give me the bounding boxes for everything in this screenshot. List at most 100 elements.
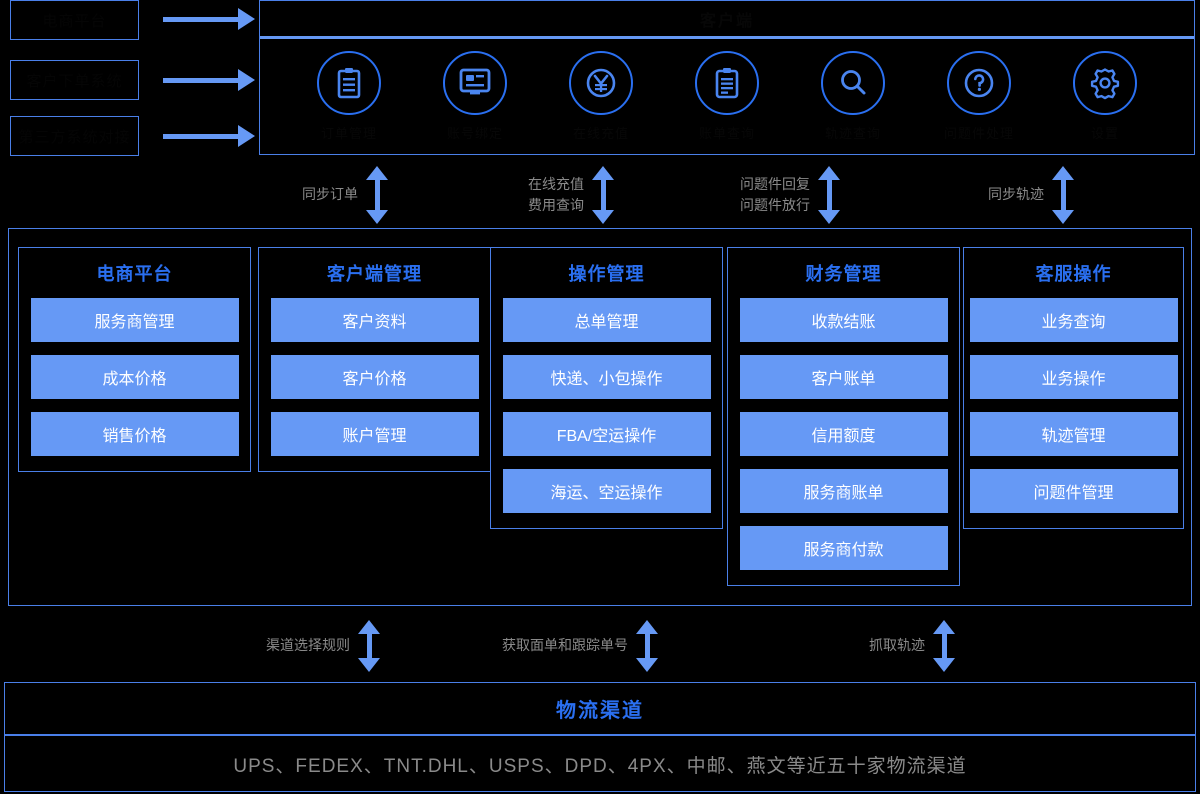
module-chip[interactable]: 轨迹管理 (969, 412, 1178, 456)
module-chip[interactable]: 客户资料 (270, 298, 479, 342)
management-system-container: 电商平台 服务商管理 成本价格 销售价格 客户端管理 客户资料 客户价格 账户管… (8, 228, 1192, 606)
module-column-customer-service: 客服操作 业务查询 业务操作 轨迹管理 问题件管理 (963, 247, 1184, 529)
module-chip[interactable]: 问题件管理 (969, 469, 1178, 513)
arrow-head-down (592, 210, 614, 224)
feature-item-tracking[interactable]: 轨迹查询 (794, 42, 912, 142)
module-chip[interactable]: 服务商付款 (739, 526, 948, 570)
feature-item-account-binding[interactable]: 账号绑定 (416, 42, 534, 142)
flow-caption: 同步订单 (302, 186, 358, 203)
arrow-source-3 (163, 125, 255, 147)
module-chip[interactable]: 服务商账单 (739, 469, 948, 513)
feature-label-recharge: 在线充值 (572, 126, 629, 141)
source-box-3-label: 第三方系统对接 (18, 128, 131, 146)
feature-item-bill[interactable]: 账单查询 (668, 42, 786, 142)
module-column-title: 客户端管理 (327, 264, 422, 284)
arrow-head-up (1052, 166, 1074, 180)
flow-fetch-track-captions: 抓取轨迹 (869, 637, 925, 655)
module-column-operations: 操作管理 总单管理 快递、小包操作 FBA/空运操作 海运、空运操作 (490, 247, 723, 529)
double-arrow-vertical (592, 166, 614, 224)
module-column-title: 电商平台 (96, 264, 173, 284)
arrow-head-down (358, 658, 380, 672)
module-chip[interactable]: 信用额度 (739, 412, 948, 456)
module-chip[interactable]: 业务操作 (969, 355, 1178, 399)
source-box-2-label: 客户下单系统 (26, 72, 123, 90)
arrow-head-down (818, 210, 840, 224)
module-column-ecommerce: 电商平台 服务商管理 成本价格 销售价格 (18, 247, 251, 472)
document-icon (317, 51, 381, 115)
arrow-head-down (366, 210, 388, 224)
arrow-shaft (374, 180, 380, 210)
double-arrow-vertical (636, 620, 658, 672)
source-box-1[interactable]: 电商平台 (10, 0, 139, 40)
source-box-2[interactable]: 客户下单系统 (10, 60, 139, 100)
feature-label-tracking: 轨迹查询 (824, 126, 881, 141)
module-chip[interactable]: 快递、小包操作 (502, 355, 711, 399)
flow-get-label: 获取面单和跟踪单号 (502, 620, 658, 672)
source-box-1-label: 电商平台 (42, 12, 107, 30)
logistics-channel-body: UPS、FEDEX、TNT.DHL、USPS、DPD、4PX、中邮、燕文等近五十… (5, 738, 1195, 791)
flow-sync-order-captions: 同步订单 (302, 186, 358, 204)
carrier-list: UPS、FEDEX、TNT.DHL、USPS、DPD、4PX、中邮、燕文等近五十… (233, 756, 967, 777)
clipboard-icon (695, 51, 759, 115)
arrow-head-up (592, 166, 614, 180)
module-chip[interactable]: 账户管理 (270, 412, 479, 456)
arrow-shaft (600, 180, 606, 210)
flow-sync-track: 同步轨迹 (988, 166, 1074, 224)
module-chip[interactable]: 收款结账 (739, 298, 948, 342)
feature-label-settings: 设置 (1090, 126, 1119, 141)
feature-label-order: 订单管理 (320, 126, 377, 141)
arrow-shaft (163, 77, 238, 83)
source-box-3[interactable]: 第三方系统对接 (10, 116, 139, 156)
module-column-finance: 财务管理 收款结账 客户账单 信用额度 服务商账单 服务商付款 (727, 247, 960, 586)
arrow-head-up (818, 166, 840, 180)
arrow-shaft (163, 16, 238, 22)
module-chip[interactable]: 海运、空运操作 (502, 469, 711, 513)
double-arrow-vertical (933, 620, 955, 672)
gear-icon (1073, 51, 1137, 115)
arrow-head-down (636, 658, 658, 672)
question-icon (947, 51, 1011, 115)
module-chip[interactable]: 客户价格 (270, 355, 479, 399)
module-column-title: 操作管理 (568, 264, 645, 284)
logistics-channel-title-bar: 物流渠道 (5, 683, 1195, 736)
arrow-shaft (366, 634, 372, 658)
logistics-channel-panel: 物流渠道 UPS、FEDEX、TNT.DHL、USPS、DPD、4PX、中邮、燕… (4, 682, 1196, 792)
feature-label-problem-parcel: 问题件处理 (943, 126, 1014, 141)
feature-item-settings[interactable]: 设置 (1046, 42, 1164, 142)
module-chip[interactable]: 销售价格 (30, 412, 239, 456)
flow-channel-rule-captions: 渠道选择规则 (266, 637, 350, 655)
module-column-client-management: 客户端管理 客户资料 客户价格 账户管理 (258, 247, 491, 472)
logistics-channel-title: 物流渠道 (556, 700, 644, 722)
arrow-source-1 (163, 8, 255, 30)
arrow-shaft (941, 634, 947, 658)
module-chip[interactable]: 成本价格 (30, 355, 239, 399)
flow-caption: 问题件放行 (740, 197, 810, 213)
flow-recharge-fee-captions: 在线充值 费用查询 (528, 176, 584, 215)
arrow-shaft (826, 180, 832, 210)
search-icon (821, 51, 885, 115)
client-platform-panel: 客户端 订单管理 (259, 0, 1195, 155)
module-chip[interactable]: 总单管理 (502, 298, 711, 342)
monitor-icon (443, 51, 507, 115)
arrow-shaft (163, 133, 238, 139)
double-arrow-vertical (1052, 166, 1074, 224)
module-chip[interactable]: 客户账单 (739, 355, 948, 399)
flow-recharge-fee: 在线充值 费用查询 (528, 166, 614, 224)
module-column-title: 财务管理 (805, 264, 882, 284)
feature-item-problem-parcel[interactable]: 问题件处理 (920, 42, 1038, 142)
arrow-head (238, 69, 255, 91)
feature-item-order[interactable]: 订单管理 (290, 42, 408, 142)
arrow-head (238, 8, 255, 30)
module-chip[interactable]: 服务商管理 (30, 298, 239, 342)
client-platform-title: 客户端 (699, 12, 754, 30)
flow-caption: 问题件回复 (740, 175, 810, 192)
flow-caption: 同步轨迹 (988, 186, 1044, 203)
module-chip[interactable]: 业务查询 (969, 298, 1178, 342)
feature-item-recharge[interactable]: 在线充值 (542, 42, 660, 142)
arrow-source-2 (163, 69, 255, 91)
arrow-head-down (1052, 210, 1074, 224)
module-chip[interactable]: FBA/空运操作 (502, 412, 711, 456)
client-feature-icon-row: 订单管理 账号绑定 (260, 42, 1194, 154)
arrow-shaft (1060, 180, 1066, 210)
